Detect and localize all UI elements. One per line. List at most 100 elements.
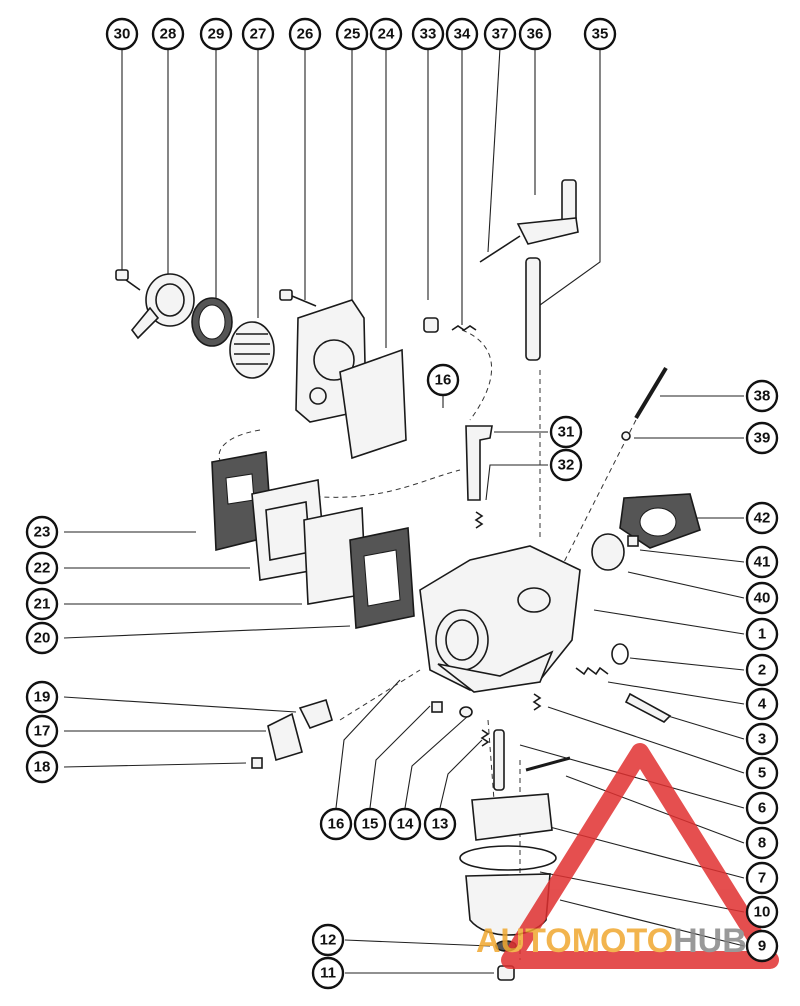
spring-13-part <box>480 729 490 747</box>
watermark-part2: MOTO <box>572 922 673 960</box>
pin-8-part <box>525 756 571 772</box>
svg-text:5: 5 <box>758 765 766 782</box>
svg-text:16: 16 <box>435 372 452 389</box>
svg-text:23: 23 <box>34 524 51 541</box>
clip-19-part <box>298 698 333 729</box>
callout-16-top: 16 <box>426 363 460 397</box>
svg-text:18: 18 <box>34 759 51 776</box>
svg-text:8: 8 <box>758 835 766 852</box>
svg-text:38: 38 <box>754 388 771 405</box>
filter-element-part <box>229 321 275 379</box>
spring-4-part <box>575 666 609 676</box>
svg-text:10: 10 <box>754 904 771 921</box>
needle-6-part <box>493 729 505 791</box>
gasket-10-part <box>459 845 557 871</box>
callout-13: 13 <box>423 807 457 841</box>
float-7-part <box>471 793 553 841</box>
svg-text:20: 20 <box>34 630 51 647</box>
callout-9: 9 <box>745 929 779 963</box>
plate-40-part <box>591 533 625 571</box>
plug-14-part <box>459 706 473 718</box>
callout-1: 1 <box>745 617 779 651</box>
callout-19: 19 <box>25 680 59 714</box>
callout-21: 21 <box>25 587 59 621</box>
svg-text:21: 21 <box>34 596 51 613</box>
watermark: AUTOMOTOHUB <box>476 743 779 969</box>
svg-text:25: 25 <box>344 26 361 43</box>
callout-8: 8 <box>745 826 779 860</box>
callout-18: 18 <box>25 750 59 784</box>
svg-text:40: 40 <box>754 590 771 607</box>
callout-41: 41 <box>745 545 779 579</box>
callout-16-bottom: 16 <box>319 807 353 841</box>
spring-34-part <box>451 325 477 331</box>
callout-4: 4 <box>745 687 779 721</box>
svg-text:15: 15 <box>362 816 379 833</box>
svg-text:4: 4 <box>758 696 767 713</box>
svg-text:29: 29 <box>208 26 225 43</box>
callout-36: 36 <box>518 17 552 51</box>
callout-40: 40 <box>745 581 779 615</box>
throttle-lever-part <box>479 179 579 263</box>
callout-28: 28 <box>151 17 185 51</box>
callout-17: 17 <box>25 714 59 748</box>
svg-text:9: 9 <box>758 938 766 955</box>
spring-32-part <box>474 511 484 529</box>
callout-26: 26 <box>288 17 322 51</box>
screw-18-part <box>251 757 263 769</box>
callout-39: 39 <box>745 421 779 455</box>
svg-text:19: 19 <box>34 689 51 706</box>
watermark-part3: HUB <box>673 922 747 960</box>
screw-30-part <box>115 269 141 291</box>
svg-text:11: 11 <box>320 965 336 982</box>
callout-14: 14 <box>388 807 422 841</box>
callout-24: 24 <box>369 17 403 51</box>
svg-text:6: 6 <box>758 800 766 817</box>
callout-layer: 30 28 29 27 26 25 24 33 34 37 36 35 38 3… <box>25 17 779 990</box>
callout-12: 12 <box>311 923 345 957</box>
svg-text:12: 12 <box>320 932 337 949</box>
svg-text:33: 33 <box>420 26 437 43</box>
callout-3: 3 <box>745 722 779 756</box>
callout-23: 23 <box>25 515 59 549</box>
callout-22: 22 <box>25 551 59 585</box>
callout-6: 6 <box>745 791 779 825</box>
oring-2-part <box>611 643 629 665</box>
ball-39-part <box>621 431 631 441</box>
float-lever-part <box>465 425 493 501</box>
svg-text:22: 22 <box>34 560 51 577</box>
callout-29: 29 <box>199 17 233 51</box>
svg-text:24: 24 <box>378 26 395 43</box>
diaphragm-plate-part <box>339 348 407 460</box>
parts-artwork <box>115 179 701 981</box>
svg-text:35: 35 <box>592 26 609 43</box>
callout-38: 38 <box>745 379 779 413</box>
pin-38-part <box>634 366 668 420</box>
watermark-text: AUTOMOTOHUB <box>476 922 747 960</box>
callout-27: 27 <box>241 17 275 51</box>
screw-26-part <box>279 289 317 307</box>
throttle-shaft-part <box>525 257 541 361</box>
screw-41-part <box>627 535 639 547</box>
watermark-part1: AUTO <box>476 922 572 960</box>
callout-2: 2 <box>745 653 779 687</box>
svg-text:3: 3 <box>758 731 766 748</box>
screw-33-part <box>423 317 439 333</box>
callout-11: 11 <box>311 956 345 990</box>
mounting-gasket-part <box>619 493 701 549</box>
svg-text:39: 39 <box>754 430 771 447</box>
svg-text:28: 28 <box>160 26 177 43</box>
callout-31: 31 <box>549 415 583 449</box>
callout-32: 32 <box>549 448 583 482</box>
spring-5-part <box>532 693 542 711</box>
callout-37: 37 <box>483 17 517 51</box>
callout-10: 10 <box>745 895 779 929</box>
svg-text:16: 16 <box>328 816 345 833</box>
callout-7: 7 <box>745 861 779 895</box>
svg-text:7: 7 <box>758 870 766 887</box>
svg-text:17: 17 <box>34 723 51 740</box>
svg-text:34: 34 <box>454 26 471 43</box>
svg-text:26: 26 <box>297 26 314 43</box>
callout-42: 42 <box>745 501 779 535</box>
callout-35: 35 <box>583 17 617 51</box>
